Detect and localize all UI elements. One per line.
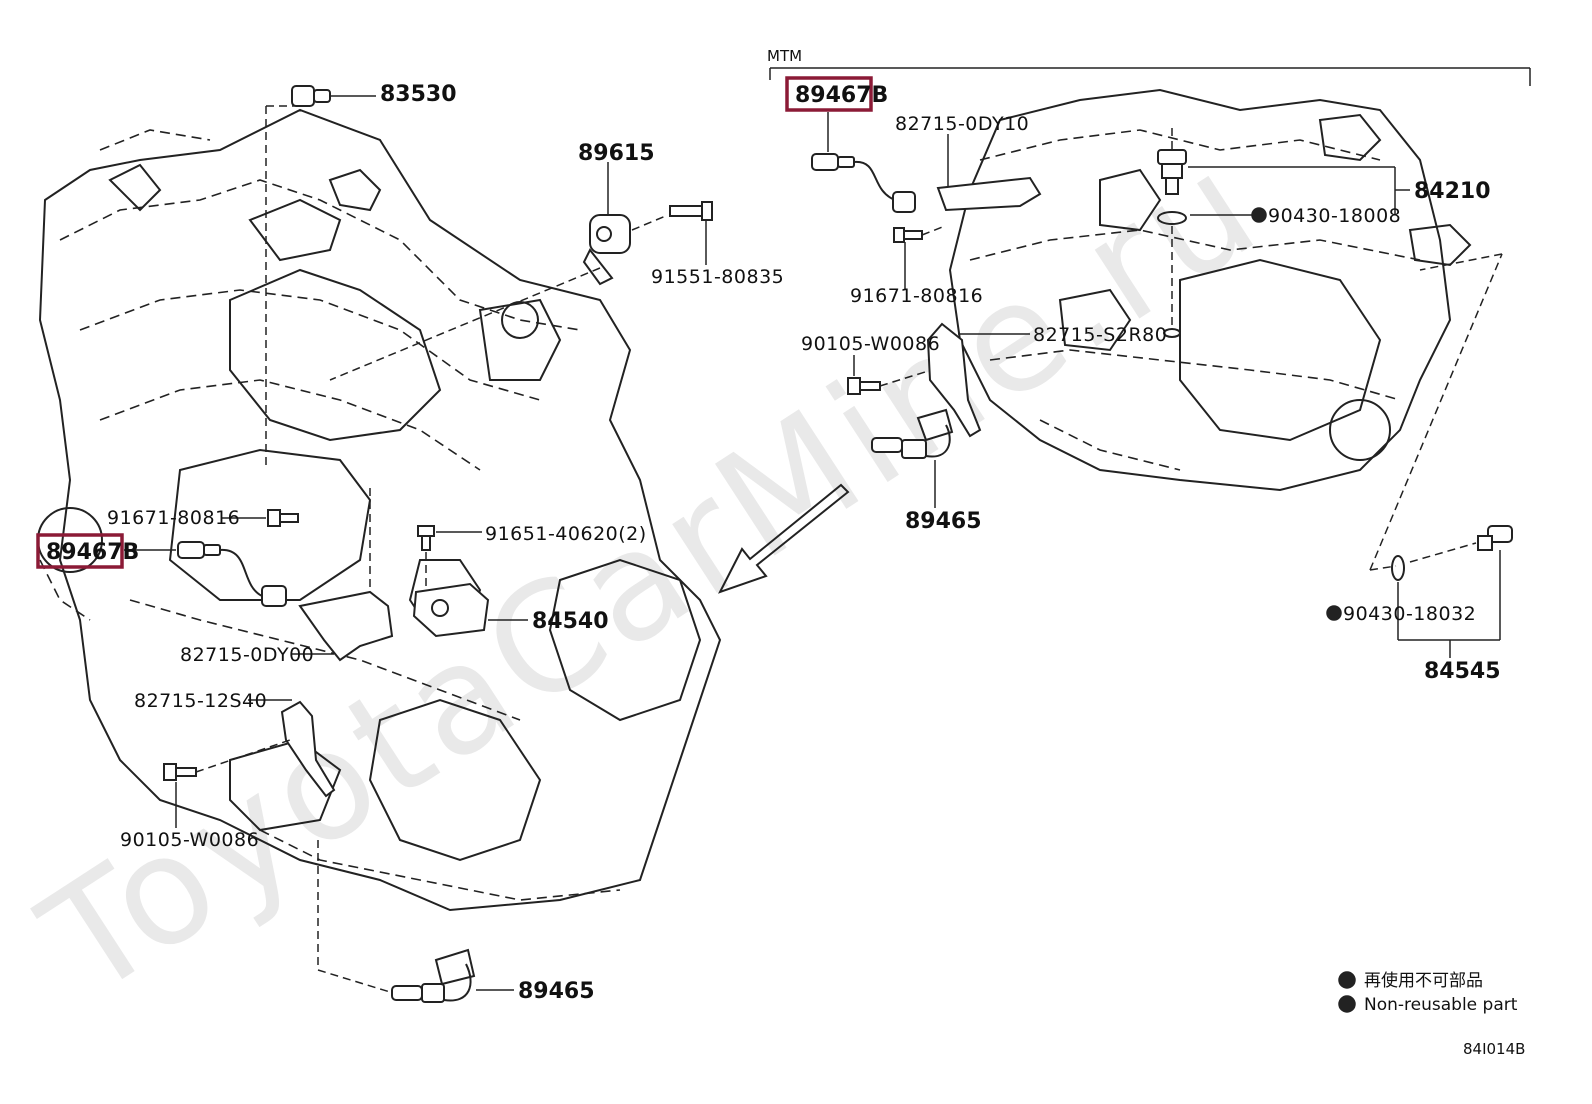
label-91671-80816-right: 91671-80816 bbox=[850, 285, 983, 307]
part-82715-0dy00[interactable]: 82715-0DY00 bbox=[180, 488, 394, 666]
label-90430-18032: 90430-18032 bbox=[1343, 603, 1476, 625]
label-89465-left: 89465 bbox=[518, 979, 595, 1004]
label-90105-w0086-left: 90105-W0086 bbox=[120, 829, 259, 851]
label-90105-w0086-right: 90105-W0086 bbox=[801, 333, 940, 355]
part-84545[interactable]: 84545 bbox=[1369, 253, 1513, 684]
label-90430-18008: 90430-18008 bbox=[1268, 205, 1401, 227]
legend-marker-jp bbox=[1338, 971, 1356, 989]
label-82715-0dy00: 82715-0DY00 bbox=[180, 644, 314, 666]
part-89465-right[interactable]: 89465 bbox=[871, 408, 982, 534]
legend-text-en: Non-reusable part bbox=[1364, 995, 1518, 1015]
part-89467b-left[interactable]: 89467B bbox=[36, 533, 287, 607]
label-82715-s2r80: 82715-S2R80 bbox=[1033, 324, 1167, 346]
part-90105-w0086-left[interactable]: 90105-W0086 bbox=[120, 739, 291, 851]
part-90430-18032[interactable]: 90430-18032 bbox=[1326, 603, 1476, 625]
label-91551-80835: 91551-80835 bbox=[651, 266, 784, 288]
label-82715-12s40: 82715-12S40 bbox=[134, 690, 267, 712]
non-reusable-marker bbox=[1326, 605, 1342, 621]
part-90105-w0086-right[interactable]: 90105-W0086 bbox=[801, 333, 940, 395]
highlight-89467b-left bbox=[36, 533, 124, 569]
group-label-mtm: MTM bbox=[767, 47, 802, 65]
part-91671-80816-right[interactable]: 91671-80816 bbox=[850, 225, 983, 307]
watermark: ToyotaCarMine.ru bbox=[14, 118, 1289, 1030]
part-83530[interactable]: 83530 bbox=[265, 82, 457, 470]
part-89615[interactable]: 89615 bbox=[578, 141, 655, 286]
part-82715-12s40[interactable]: 82715-12S40 bbox=[134, 690, 336, 798]
legend-marker-en bbox=[1338, 995, 1356, 1013]
direction-arrow bbox=[717, 483, 850, 594]
part-84540[interactable]: 84540 bbox=[412, 582, 609, 638]
label-89465-right: 89465 bbox=[905, 509, 982, 534]
transmission-drawing bbox=[948, 88, 1472, 492]
label-83530: 83530 bbox=[380, 82, 457, 107]
non-reusable-marker bbox=[1251, 207, 1267, 223]
highlight-89467b-right bbox=[785, 76, 873, 112]
legend: 再使用不可部品 Non-reusable part bbox=[1338, 970, 1518, 1015]
label-89615: 89615 bbox=[578, 141, 655, 166]
diagram-code: 84I014B bbox=[1463, 1040, 1525, 1058]
part-90430-18008[interactable]: 90430-18008 bbox=[1157, 205, 1401, 338]
legend-text-jp: 再使用不可部品 bbox=[1364, 970, 1483, 991]
part-91551-80835[interactable]: 91551-80835 bbox=[329, 201, 784, 381]
part-91671-80816-left[interactable]: 91671-80816 bbox=[107, 507, 299, 529]
part-89465-left[interactable]: 89465 bbox=[317, 840, 595, 1004]
label-82715-0dy10: 82715-0DY10 bbox=[895, 113, 1029, 135]
part-91651-40620[interactable]: 91651-40620(2) bbox=[417, 523, 647, 590]
part-84210[interactable]: 84210 bbox=[1157, 128, 1491, 215]
label-89467b-right[interactable]: 89467B bbox=[795, 83, 888, 108]
label-91671-80816-left: 91671-80816 bbox=[107, 507, 240, 529]
label-84210: 84210 bbox=[1414, 179, 1491, 204]
label-91651-40620: 91651-40620(2) bbox=[485, 523, 647, 545]
part-89467b-right[interactable]: 89467B bbox=[785, 76, 916, 213]
part-82715-s2r80[interactable]: 82715-S2R80 bbox=[926, 322, 1167, 438]
label-89467b-left[interactable]: 89467B bbox=[46, 540, 139, 565]
label-84540: 84540 bbox=[532, 609, 609, 634]
label-84545: 84545 bbox=[1424, 659, 1501, 684]
part-82715-0dy10[interactable]: 82715-0DY10 bbox=[895, 113, 1042, 212]
